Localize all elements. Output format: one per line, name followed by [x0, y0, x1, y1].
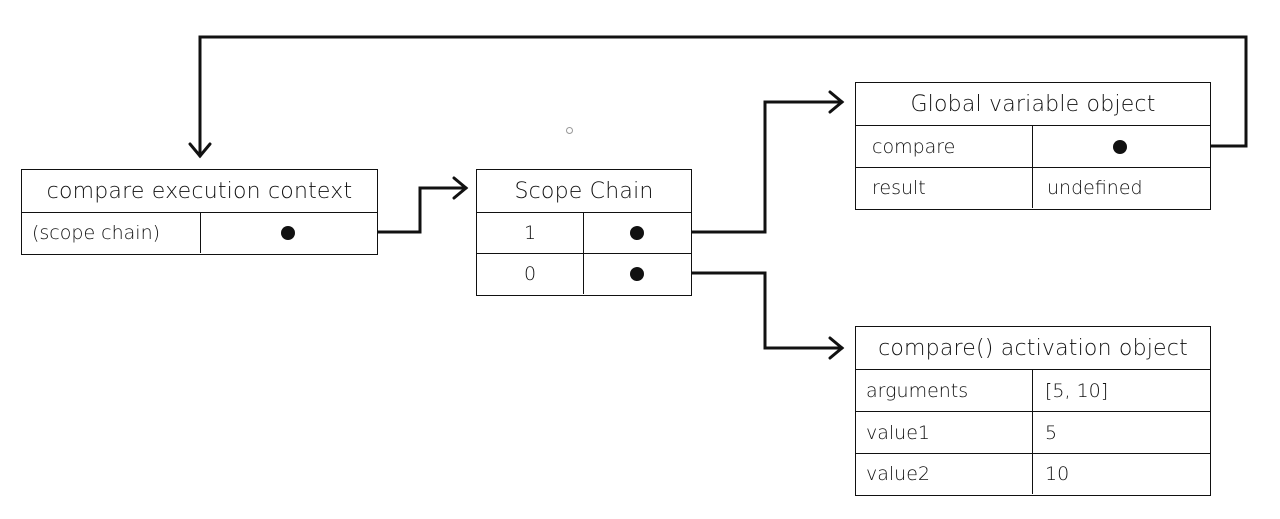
stray-circle-mark: [566, 127, 573, 134]
global-variable-row: result undefined: [856, 168, 1210, 208]
activation-row: value2 10: [856, 454, 1210, 494]
activation-object-title: compare() activation object: [856, 327, 1210, 370]
activation-key: value1: [856, 412, 1033, 453]
arrow-scope0-to-activation: [637, 271, 844, 350]
global-variable-object-title: Global variable object: [856, 83, 1210, 126]
activation-object-box: compare() activation object arguments [5…: [855, 326, 1211, 496]
activation-value: 5: [1045, 421, 1058, 444]
activation-key: arguments: [856, 370, 1033, 411]
pointer-dot-icon: [630, 267, 644, 281]
pointer-dot-icon: [281, 226, 295, 240]
arrow-scope1-to-global: [637, 100, 844, 234]
scope-chain-box: Scope Chain 1 0: [476, 169, 692, 296]
scope-chain-index: 0: [477, 254, 584, 294]
scope-chain-label: (scope chain): [22, 213, 201, 253]
execution-context-box: compare execution context (scope chain): [21, 169, 378, 255]
arrowhead-context: [188, 142, 212, 159]
global-variable-row: compare: [856, 126, 1210, 168]
global-variable-key: compare: [856, 126, 1033, 167]
scope-chain-pointer-cell: [584, 254, 691, 294]
scope-chain-title: Scope Chain: [477, 170, 691, 213]
global-variable-object-box: Global variable object compare result un…: [855, 82, 1211, 210]
pointer-dot-icon: [1113, 139, 1127, 154]
activation-row: arguments [5, 10]: [856, 370, 1210, 412]
arrowhead-scope-chain: [452, 176, 469, 200]
scope-chain-row: 1: [477, 213, 691, 254]
activation-key: value2: [856, 454, 1033, 494]
scope-chain-index: 1: [477, 213, 584, 253]
execution-context-title: compare execution context: [22, 170, 377, 213]
execution-context-row: (scope chain): [22, 213, 377, 253]
arrowhead-global: [828, 90, 845, 114]
scope-chain-pointer-cell: [584, 213, 691, 253]
global-variable-value: undefined: [1047, 177, 1143, 199]
global-variable-value: [1033, 126, 1210, 167]
pointer-dot-icon: [630, 226, 644, 240]
activation-value: 10: [1045, 463, 1070, 485]
activation-value: [5, 10]: [1045, 379, 1109, 402]
global-variable-key: result: [856, 168, 1033, 208]
scope-chain-pointer-cell: [201, 213, 377, 253]
arrowhead-activation: [828, 336, 845, 360]
activation-row: value1 5: [856, 412, 1210, 454]
scope-chain-row: 0: [477, 254, 691, 294]
